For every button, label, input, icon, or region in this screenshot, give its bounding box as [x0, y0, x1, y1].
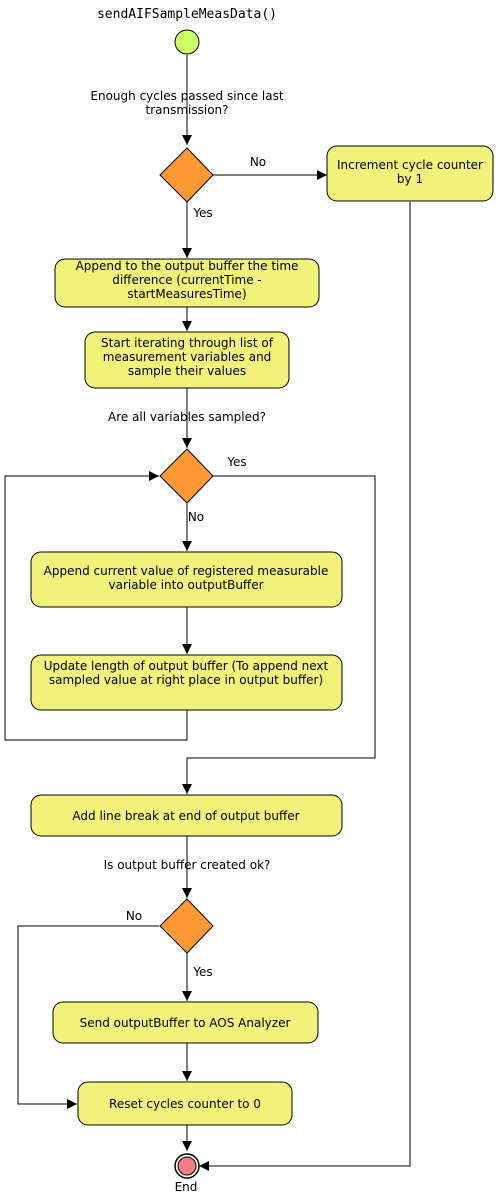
edge-label-yes: Yes: [226, 455, 246, 469]
edge-check-buffer-to-reset-counter: [17, 925, 159, 1109]
action-reset-counter: [77, 1081, 293, 1126]
decision-diamond: [159, 147, 214, 203]
action-start-iterating: [84, 331, 290, 389]
action-update-length-text: Update length of output buffer (To appen…: [44, 659, 329, 687]
decision-question: Are all variables sampled?: [108, 410, 266, 424]
edge-check-sampled-to-add-line-break: [182, 475, 376, 794]
decision-diamond: [159, 898, 214, 954]
action-add-line-break: [30, 794, 343, 837]
action-append-value: [30, 551, 343, 608]
decision-diamond: [159, 448, 214, 504]
edge-increment-to-end: [199, 202, 411, 1171]
edge-label-yes: Yes: [192, 206, 212, 220]
decision-question: Is output buffer created ok?: [104, 858, 271, 872]
edge-update-length-to-check-sampled: [4, 471, 188, 741]
action-reset-counter-text: Reset cycles counter to 0: [109, 1097, 261, 1111]
action-add-line-break-text: Add line break at end of output buffer: [72, 809, 299, 823]
action-send-buffer: [52, 1001, 319, 1044]
start-node: [174, 29, 200, 55]
end-node: [174, 1153, 200, 1179]
action-update-length: [30, 654, 343, 711]
action-append-time: [54, 258, 320, 308]
action-send-buffer-text: Send outputBuffer to AOS Analyzer: [80, 1016, 291, 1030]
edges: [4, 55, 411, 1171]
edge-label-no: No: [250, 155, 266, 169]
edge-label-yes: Yes: [192, 965, 212, 979]
end-label: End: [175, 1180, 198, 1194]
action-append-value-text: Append current value of registered measu…: [44, 564, 329, 592]
action-increment-cycle: [326, 145, 494, 202]
edge-labels: No Yes Yes No No Yes: [126, 155, 266, 979]
edge-label-no: No: [188, 510, 204, 524]
diagram-title: sendAIFSampleMeasData(): [97, 7, 277, 22]
edge-label-no: No: [126, 909, 142, 923]
